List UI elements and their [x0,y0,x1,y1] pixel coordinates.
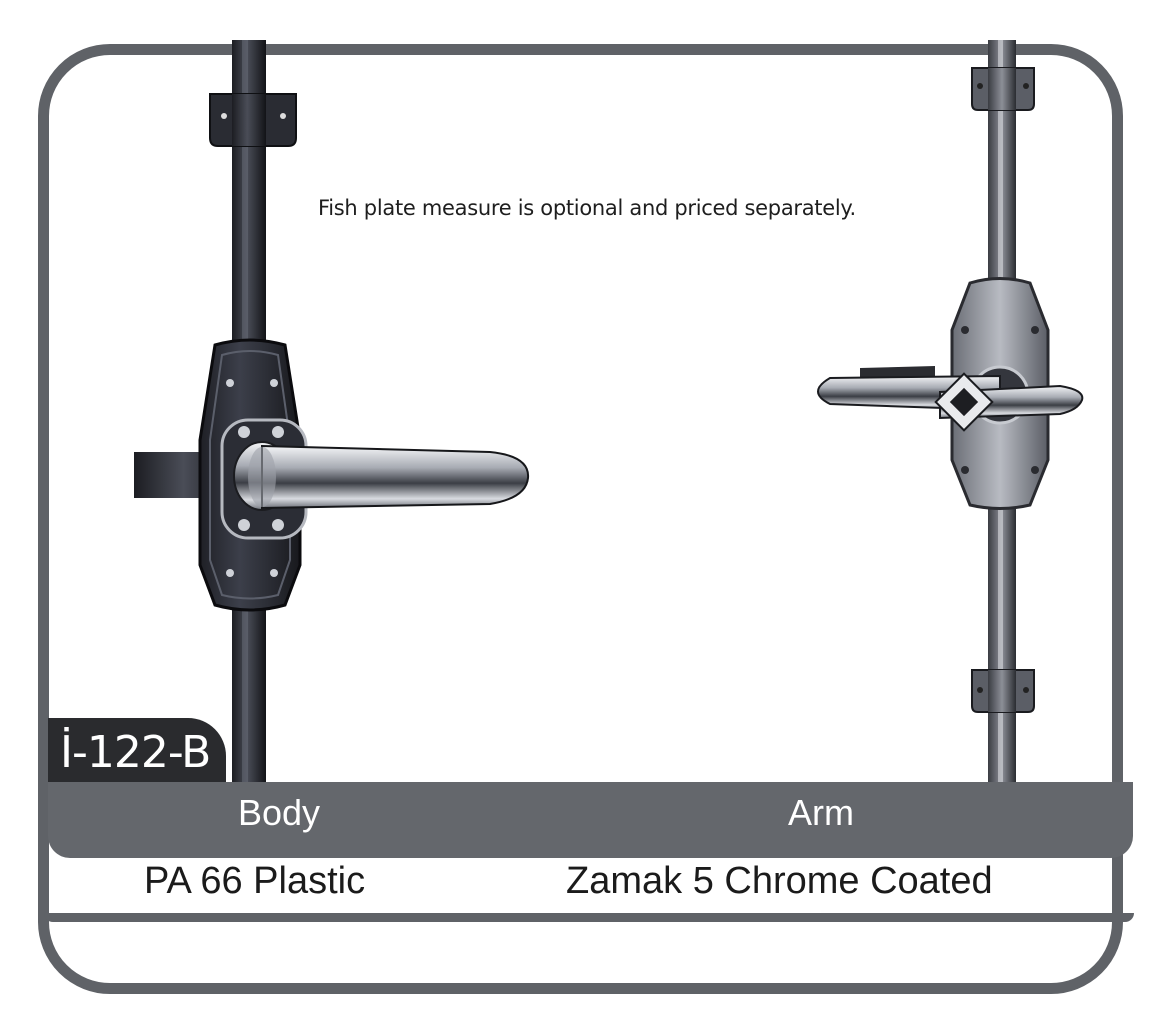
left-top-bracket [209,93,297,147]
spec-header-body: Body [238,792,321,833]
product-code-badge: İ-122-B [48,718,226,788]
right-bottom-bracket [971,669,1035,713]
left-lever-handle [233,441,530,511]
right-lever-handle [817,366,1084,432]
fish-plate-note: Fish plate measure is optional and price… [318,196,856,220]
spec-value-arm: Zamak 5 Chrome Coated [566,860,993,902]
spec-value-row: PA 66 Plastic Zamak 5 Chrome Coated [48,858,1133,914]
spec-header-row: Body Arm [48,782,1133,858]
right-top-bracket [971,67,1035,111]
spec-divider [44,913,1134,922]
spec-value-body: PA 66 Plastic [144,860,366,902]
spec-header-arm: Arm [788,792,854,833]
